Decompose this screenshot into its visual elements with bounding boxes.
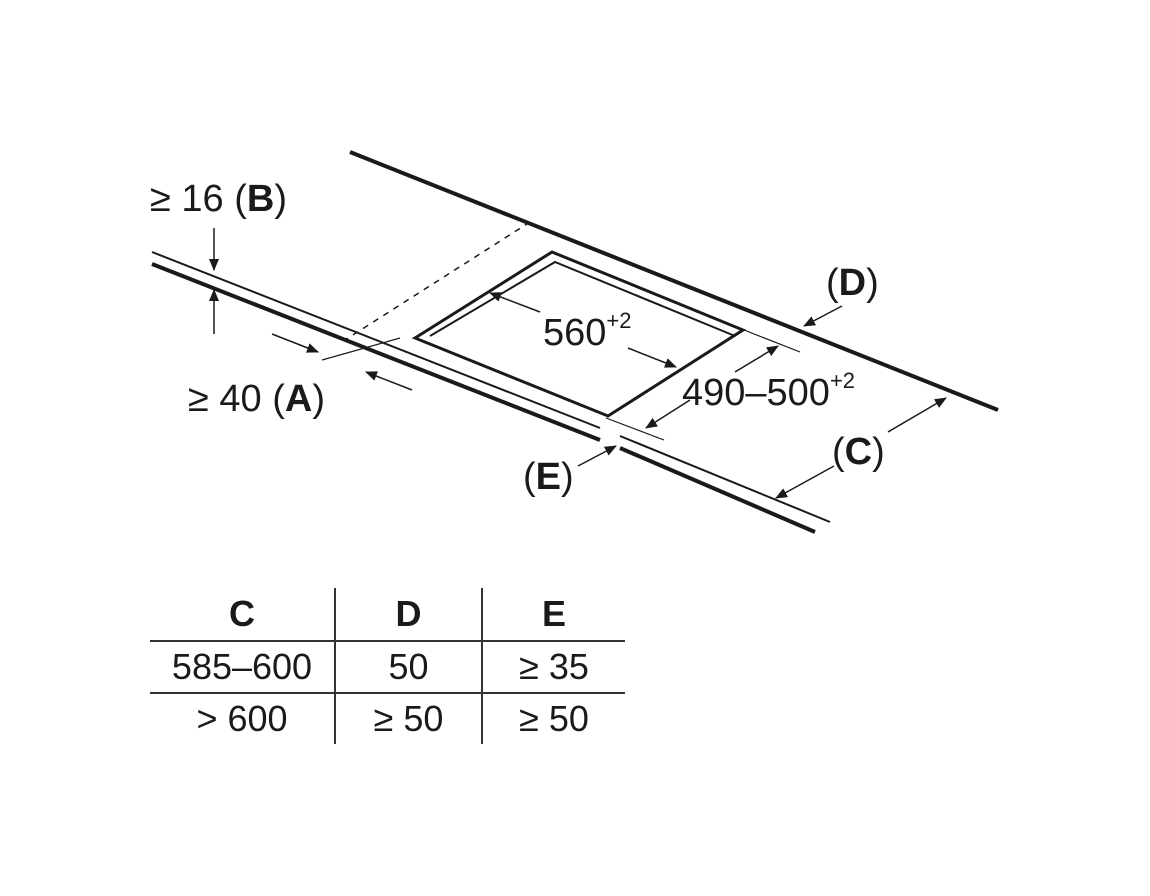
table-row: > 600 ≥ 50 ≥ 50	[150, 693, 625, 744]
c-arrow-top	[887, 397, 947, 433]
a-arrow-right	[365, 371, 413, 391]
table-cell: ≥ 50	[334, 693, 482, 744]
table-cell: ≥ 35	[481, 641, 625, 694]
table-cell: ≥ 50	[481, 693, 625, 744]
table-cell: 585–600	[150, 641, 335, 694]
dimension-b-label: ≥ 16 (B)	[150, 178, 288, 220]
front-edge-inner-line-right	[619, 435, 831, 523]
clearance-table: C D E 585–600 50 ≥ 35 > 600 ≥ 50 ≥ 50	[150, 588, 625, 744]
cutout-inner-offset	[429, 260, 736, 337]
table-row: 585–600 50 ≥ 35	[150, 641, 625, 694]
e-arrow	[577, 445, 617, 467]
table-cell: 50	[334, 641, 482, 694]
length-arrow-right	[627, 347, 677, 368]
front-edge-inner-line	[151, 251, 601, 429]
dimension-e-label: (E)	[523, 456, 574, 498]
front-edge-outer-line	[151, 262, 601, 442]
depth-ext-line-bottom	[605, 417, 665, 441]
depth-arrow-top	[734, 345, 779, 373]
table-header-e: E	[481, 588, 625, 642]
cutout-outline	[411, 250, 747, 418]
cutout-depth-label: 490–500+2	[682, 368, 856, 414]
table-cell: > 600	[196, 698, 288, 739]
rear-edge-line	[349, 150, 999, 412]
a-extension-line	[321, 337, 401, 361]
dimension-a-label: ≥ 40 (A)	[188, 378, 326, 420]
a-arrow-left	[271, 333, 319, 353]
d-arrow	[803, 305, 843, 327]
dimension-d-label: (D)	[826, 262, 879, 304]
front-edge-outer-line-right	[619, 446, 816, 534]
dimension-c-label: (C)	[832, 431, 885, 473]
depth-arrow-bottom	[645, 399, 691, 429]
table-header-d: D	[334, 588, 482, 642]
cutout-length-label: 560+2	[543, 308, 632, 354]
table-header-c: C	[150, 588, 335, 642]
table-header-row: C D E	[150, 588, 625, 642]
dashed-projection-line	[344, 221, 531, 341]
c-arrow-bottom	[775, 465, 835, 499]
depth-ext-line-top	[743, 329, 801, 353]
length-arrow-left	[489, 292, 541, 313]
